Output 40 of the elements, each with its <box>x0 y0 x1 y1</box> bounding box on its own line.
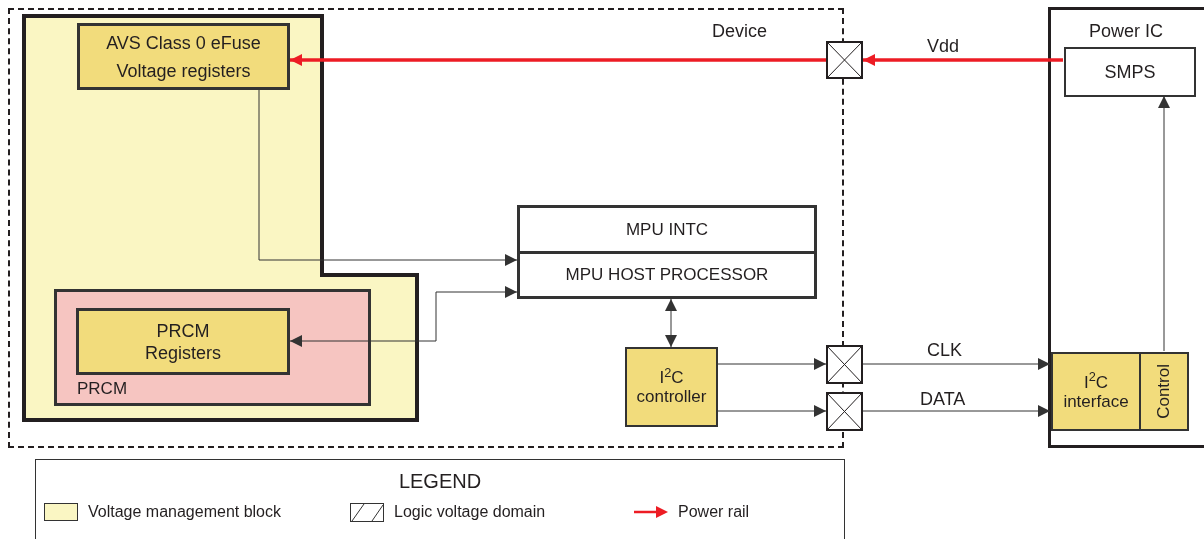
box-label: PRCM Registers <box>144 319 222 364</box>
power-rail-arrow <box>863 54 1063 66</box>
power-rail-arrow <box>290 54 826 66</box>
register-box <box>77 23 290 90</box>
intc-box <box>517 205 817 253</box>
voltage-management-block <box>24 16 417 420</box>
control-box <box>1141 352 1189 431</box>
smps-box <box>1064 47 1196 97</box>
io-pad <box>826 392 863 431</box>
legend-text: Logic voltage domain <box>394 502 546 522</box>
register-box <box>76 308 290 375</box>
region-label: Device <box>712 20 768 43</box>
power-ic-boundary <box>1048 7 1204 448</box>
box-label: I$^{2}$C controller <box>635 368 708 406</box>
signal-arrow <box>862 405 1051 417</box>
signal-arrow <box>717 405 827 417</box>
legend-text: Power rail <box>678 502 750 522</box>
legend-text: Voltage management block <box>88 502 281 522</box>
box-label: MPU HOST PROCESSOR <box>565 264 769 287</box>
io-pad <box>826 41 863 79</box>
processor-box <box>517 252 817 299</box>
box-label: SMPS <box>1104 60 1156 84</box>
signal-arrow <box>717 358 827 370</box>
signal-arrow <box>289 286 518 347</box>
signal-arrow <box>1158 95 1170 352</box>
device-boundary <box>8 8 844 448</box>
box-label: I$^{2}$C interface <box>1062 372 1130 411</box>
box-label: AVS Class 0 eFuse Voltage registers <box>105 31 262 83</box>
box-label: Control <box>1153 364 1175 419</box>
signal-arrow <box>258 89 518 266</box>
region-label: Power IC <box>1089 20 1164 43</box>
interface-box <box>1051 352 1141 431</box>
box-label: MPU INTC <box>625 218 709 241</box>
controller-box <box>625 347 718 427</box>
legend-heading: LEGEND <box>397 469 483 494</box>
signal-arrow <box>665 298 677 348</box>
region-label: PRCM <box>77 377 128 400</box>
signal-arrow <box>862 358 1051 370</box>
prcm-module <box>54 289 371 406</box>
io-pad <box>826 345 863 384</box>
